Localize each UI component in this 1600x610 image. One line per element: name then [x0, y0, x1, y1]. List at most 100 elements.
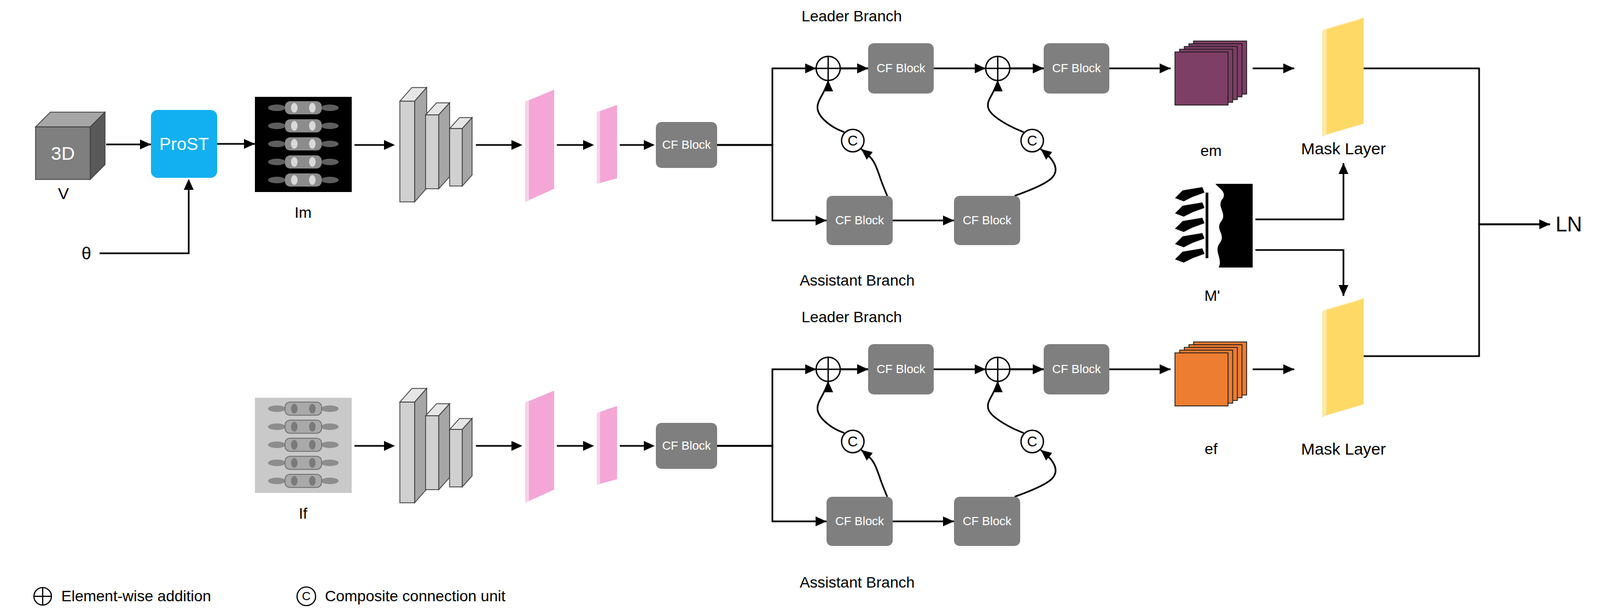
- composite-unit: C: [840, 128, 865, 153]
- vertebra-pedicle: [309, 102, 316, 113]
- connector: [1014, 149, 1056, 197]
- cf-block: CF Block: [953, 195, 1021, 246]
- parameter-line: [99, 189, 189, 254]
- vertebra-process: [268, 158, 286, 166]
- composite-unit: C: [840, 429, 865, 454]
- vertebra-process: [321, 158, 339, 166]
- arrow-head: [974, 63, 986, 74]
- connector: [892, 219, 954, 222]
- node-text: V: [57, 185, 69, 202]
- node-text: em: [1200, 143, 1223, 159]
- addition-circle: [816, 56, 841, 81]
- loss-output: LN: [1550, 210, 1588, 238]
- addition-cross: [42, 587, 44, 605]
- feature-sheet-edge: [525, 100, 529, 202]
- connector: [1109, 368, 1171, 371]
- mask-blob: [1174, 187, 1205, 202]
- mask-layer: Mask Layer: [1294, 295, 1393, 461]
- cf-block: CF Block: [655, 121, 718, 168]
- unit-circle: [1021, 129, 1044, 153]
- connector: [1363, 224, 1551, 357]
- feature-stack: em: [1170, 38, 1253, 162]
- vertebra-process: [321, 477, 339, 485]
- composite-unit: C: [1020, 128, 1045, 153]
- addition-circle: [33, 587, 52, 605]
- branch-label: Leader Branch: [801, 8, 903, 25]
- arrow-head: [583, 140, 595, 150]
- addition-symbol: [816, 56, 841, 81]
- mask-face: [1326, 298, 1364, 416]
- vertebra-process: [268, 140, 286, 148]
- node-text: C: [1027, 434, 1038, 449]
- legend-addition-sample: [33, 587, 52, 605]
- prism-side: [438, 102, 450, 189]
- cf-block: CF Block: [868, 344, 934, 395]
- flow-line: [354, 144, 386, 147]
- node-text: ProST: [159, 135, 209, 153]
- vertebra-body: [284, 137, 322, 151]
- vertebra-pedicle: [291, 156, 298, 167]
- connector: [1014, 450, 1056, 498]
- vertebra-process: [321, 122, 339, 130]
- prism-front: [399, 101, 415, 202]
- node-text: CF Block: [962, 214, 1012, 227]
- node-text: Im: [294, 205, 312, 221]
- node-text: CF Block: [661, 439, 711, 452]
- mask-top: [1322, 298, 1364, 312]
- arrow-head: [183, 178, 194, 190]
- branch-label: Assistant Branch: [799, 272, 915, 289]
- vertebra-process: [268, 104, 286, 112]
- node-text: C: [847, 133, 859, 148]
- feature-sheet: [596, 105, 618, 184]
- vertebra-process: [268, 477, 286, 485]
- legend-composite-sample: [297, 586, 316, 606]
- vertebra-pedicle: [291, 102, 298, 113]
- legend-text: Composite connection unit: [324, 588, 506, 604]
- addition-cross: [997, 56, 999, 81]
- mask-blob: [1174, 217, 1205, 232]
- connector: [217, 143, 255, 145]
- vertebra-pedicle: [291, 439, 298, 450]
- cf-block: CF Block: [1043, 43, 1110, 94]
- feature-sheet-edge: [596, 111, 601, 184]
- node-text: Mask Layer: [1300, 140, 1386, 157]
- vertebra-process: [268, 122, 286, 130]
- fixed-image: If: [254, 397, 352, 529]
- connector: [1252, 67, 1295, 70]
- cube-side: [90, 112, 106, 180]
- vertebra-process: [321, 441, 339, 448]
- vertebra-body: [284, 420, 322, 434]
- node-text: ef: [1204, 441, 1218, 457]
- arrow-head: [992, 80, 1003, 92]
- branch-label: Leader Branch: [801, 309, 903, 325]
- cf-block: CF Block: [868, 43, 934, 94]
- mask-blob: [1174, 202, 1205, 217]
- vertebra-pedicle: [291, 421, 298, 432]
- mask-region: [1215, 183, 1253, 268]
- vertebra-process: [268, 459, 286, 467]
- vertebra-pedicle: [309, 439, 316, 450]
- node-text: CF Block: [661, 138, 711, 151]
- vertebra-body: [284, 119, 322, 133]
- mask-edge: [1322, 28, 1327, 137]
- addition-symbol: [985, 56, 1010, 81]
- connector: [1255, 163, 1344, 220]
- vertebra-pedicle: [309, 138, 316, 149]
- vertebra-process: [268, 441, 286, 448]
- connector: [861, 149, 888, 197]
- connector: [1255, 249, 1344, 296]
- cf-block: CF Block: [826, 195, 893, 246]
- node-text: C: [1027, 133, 1038, 148]
- unit-circle: [841, 430, 865, 453]
- arrow-head: [511, 140, 523, 150]
- vertebra-pedicle: [291, 175, 298, 185]
- node-text: M': [1204, 288, 1221, 304]
- connector: [861, 450, 888, 498]
- vertebra-pedicle: [309, 475, 316, 486]
- node-text: 3D: [50, 143, 75, 163]
- node-text: CF Block: [835, 515, 884, 528]
- cf-block: CF Block: [826, 496, 893, 546]
- vertebra-process: [321, 104, 339, 112]
